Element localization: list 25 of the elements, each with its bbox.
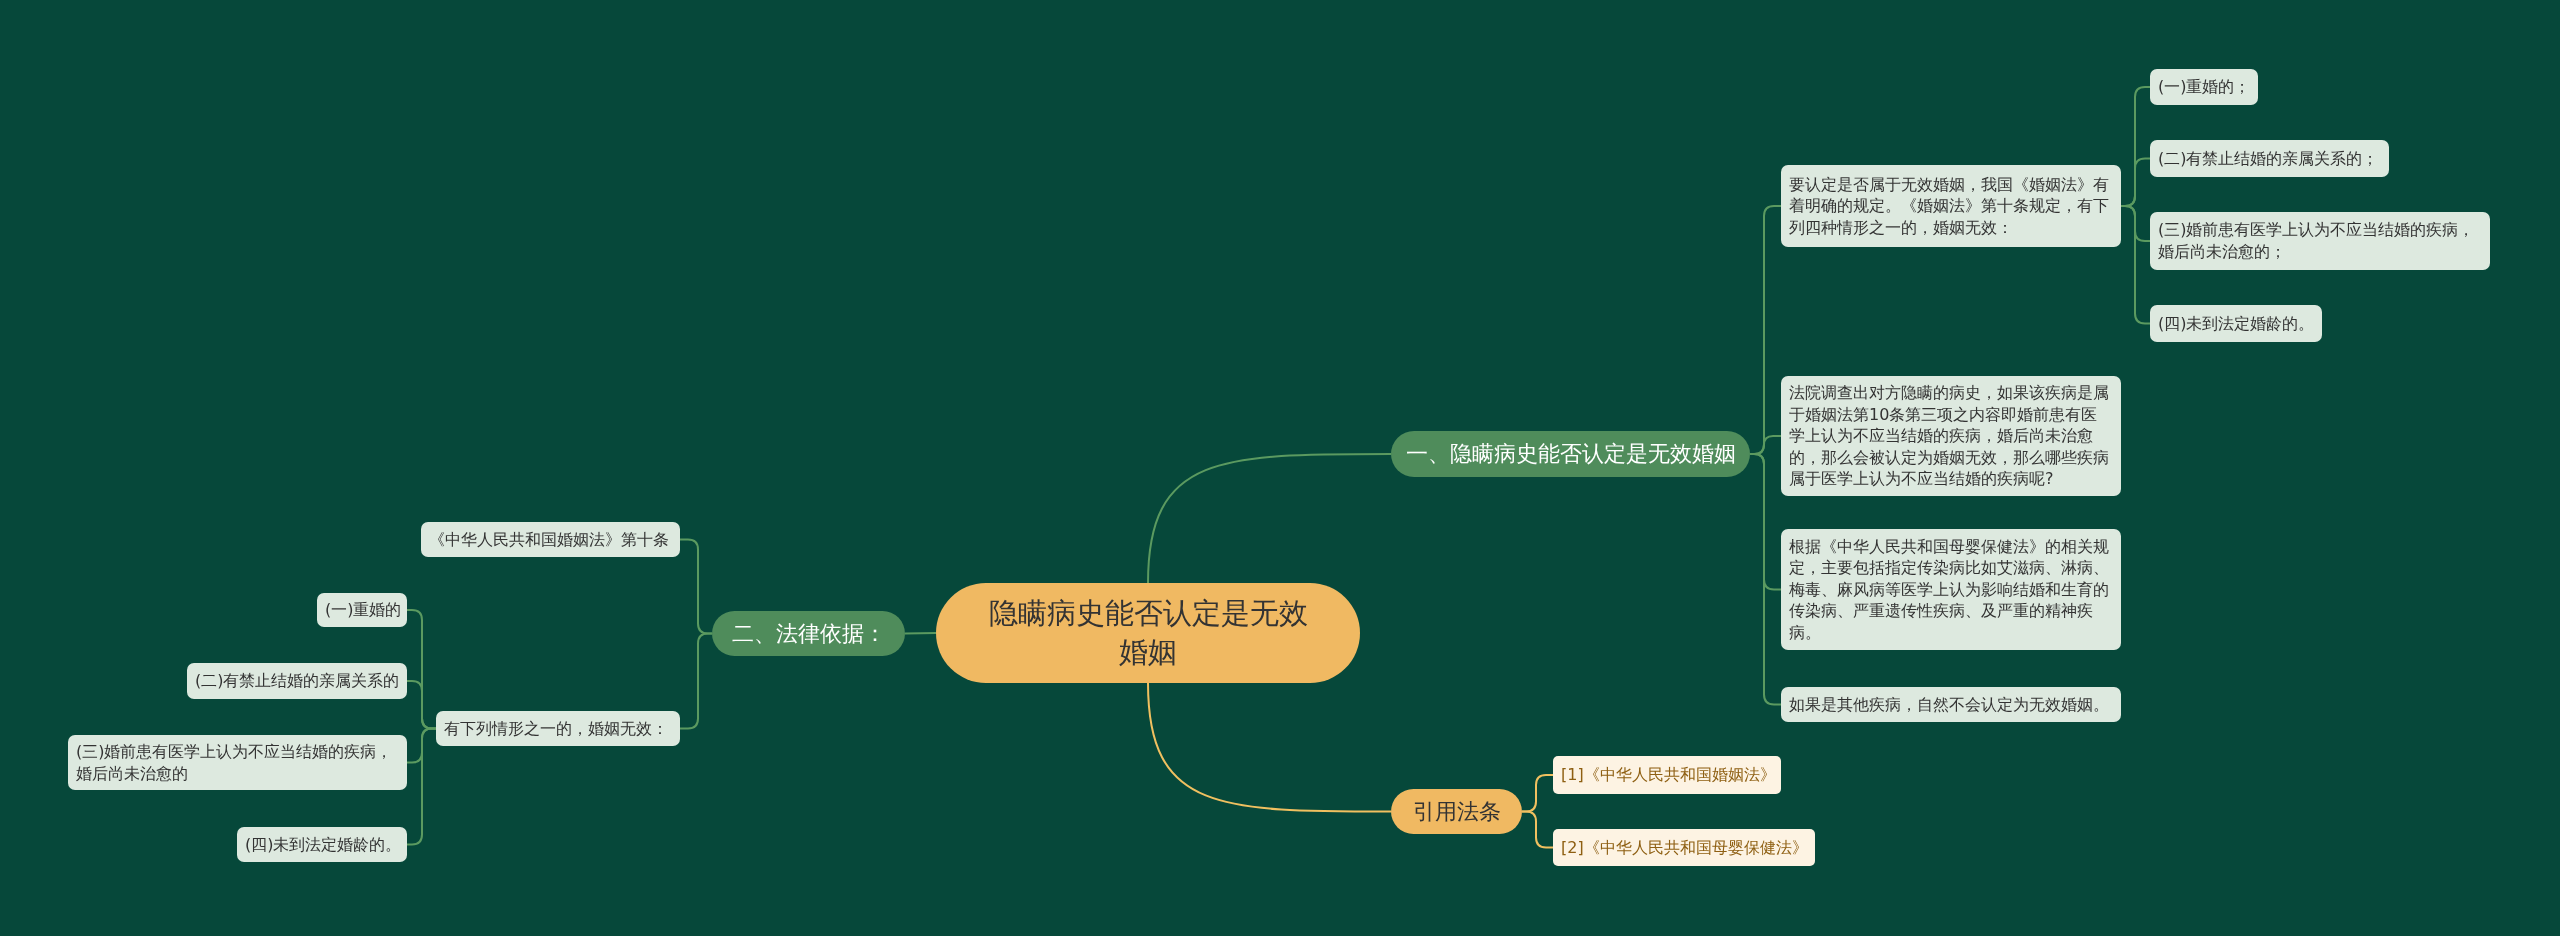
leaf-card: 要认定是否属于无效婚姻，我国《婚姻法》有着明确的规定。《婚姻法》第十条规定，有下列四种情形之一的，婚姻无效： [1781, 165, 2121, 247]
connector-line [1521, 810, 1554, 849]
connector-line [1147, 682, 1392, 813]
leaf-card: 根据《中华人民共和国母婴保健法》的相关规定，主要包括指定传染病比如艾滋病、淋病、梅毒、麻风病等医学上认为影响结婚和生育的传染病、严重遗传性疾病、及严重的精神疾病。 [1781, 529, 2121, 650]
leaf-card: (四)未到法定婚龄的。 [2150, 305, 2322, 342]
leaf-card: 《中华人民共和国婚姻法》第十条 [421, 522, 680, 557]
connector-line [904, 632, 937, 635]
branch-topic: 二、法律依据： [712, 611, 905, 656]
leaf-card: (三)婚前患有医学上认为不应当结婚的疾病，婚后尚未治愈的； [2150, 212, 2490, 270]
leaf-card: 如果是其他疾病，自然不会认定为无效婚姻。 [1781, 687, 2121, 722]
leaf-card: (二)有禁止结婚的亲属关系的； [2150, 140, 2389, 177]
leaf-card: (三)婚前患有医学上认为不应当结婚的疾病，婚后尚未治愈的 [68, 735, 407, 791]
leaf-card: 法院调查出对方隐瞒的病史，如果该疾病是属于婚姻法第10条第三项之内容即婚前患有医学上认为不应当结婚的疾病，婚后尚未治愈的，那么会被认定为婚姻无效，那么哪些疾病属于医学上认为不应当结婚的疾病呢? [1781, 376, 2121, 496]
leaf-card: (四)未到法定婚龄的。 [237, 827, 407, 862]
leaf-card: (一)重婚的 [317, 593, 407, 627]
branch-topic: 引用法条 [1391, 789, 1522, 834]
leaf-card: (二)有禁止结婚的亲属关系的 [187, 663, 407, 699]
leaf-card: 有下列情形之一的，婚姻无效： [436, 711, 680, 746]
central-topic: 隐瞒病史能否认定是无效婚姻 [936, 583, 1360, 683]
reference-card: [1]《中华人民共和国婚姻法》 [1553, 756, 1781, 794]
leaf-card: (一)重婚的； [2150, 69, 2258, 105]
reference-card: [2]《中华人民共和国母婴保健法》 [1553, 829, 1815, 866]
connector-line [1147, 453, 1392, 584]
connector-line [679, 632, 713, 730]
branch-topic: 一、隐瞒病史能否认定是无效婚姻 [1391, 431, 1750, 477]
